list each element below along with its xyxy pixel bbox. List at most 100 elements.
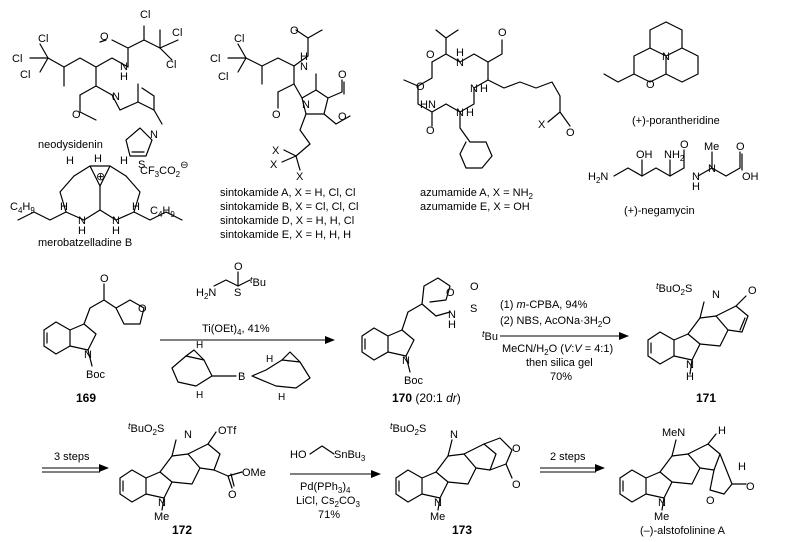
- step1-borane-h: H: [196, 340, 203, 351]
- compound-171-sulfonyl: tBuO2S: [656, 281, 692, 297]
- compound-172-n: N: [184, 429, 192, 441]
- merobatzelladine-h: H: [66, 155, 74, 167]
- azumamide-h: H: [456, 47, 464, 59]
- compound-172-label: 172: [172, 523, 192, 537]
- compound-172-n: N: [158, 497, 166, 509]
- neodysidenin-cl: Cl: [38, 33, 48, 45]
- negamycin-h: H: [692, 181, 700, 193]
- step2: (1) m-CPBA, 94% (2) NBS, AcONa·3H2O MeCN…: [500, 299, 629, 383]
- sintokamide-cl: Cl: [210, 53, 220, 65]
- step4-reagent-sn: SnBu3: [334, 449, 366, 463]
- sintokamide-o: O: [272, 109, 281, 121]
- step4: HO SnBu3 Pd(PPh3)4 LiCl, Cs2CO3 71%: [290, 445, 381, 521]
- sintokamide-variant: sintokamide E, X = H, H, H: [220, 229, 351, 241]
- compound-170-n: N: [448, 309, 456, 321]
- compound-172-ome: OMe: [242, 467, 266, 479]
- sintokamide-h: H: [300, 51, 308, 63]
- merobatzelladine-structure: CF3CO2⊖ ⊕ H H H N N H H H H C4H9 C4H9 me…: [10, 153, 188, 249]
- alstofolinine-me: Me: [654, 511, 669, 523]
- neodysidenin-s: S: [138, 159, 145, 171]
- azumamide-o: O: [416, 81, 425, 93]
- compound-173-n: N: [434, 497, 442, 509]
- compound-171-h: H: [686, 371, 694, 383]
- negamycin-o: O: [680, 139, 689, 151]
- sintokamide-o: O: [338, 69, 347, 81]
- azumamide-o: O: [426, 49, 435, 61]
- negamycin-n: N: [708, 163, 716, 175]
- neodysidenin-n: N: [112, 91, 120, 103]
- neodysidenin-cl: Cl: [172, 27, 182, 39]
- step1-borane-h: H: [278, 392, 285, 403]
- merobatzelladine-h: H: [94, 153, 102, 165]
- step4-line2: LiCl, Cs2CO3: [296, 495, 360, 509]
- porantheridine-name: (+)-porantheridine: [632, 115, 720, 127]
- step5: 2 steps: [540, 451, 605, 473]
- compound-169-o: O: [100, 273, 109, 285]
- negamycin-h2n: H2N: [588, 171, 608, 185]
- compound-171-n: N: [686, 359, 694, 371]
- alstofolinine-men: MeN: [662, 427, 685, 439]
- step3-text: 3 steps: [54, 451, 90, 463]
- step1-borane-h: H: [266, 354, 273, 365]
- compound-172-structure: tBuO2S N OTf OMe O N Me 172: [119, 421, 266, 537]
- sintokamide-n: N: [300, 61, 308, 73]
- compound-173-o: O: [512, 479, 521, 491]
- merobatzelladine-name: merobatzelladine B: [38, 237, 132, 249]
- step1: H2N S O tBu Ti(OEt)4, 41% B H H H H: [160, 261, 335, 403]
- step2-line3: MeCN/H2O (V:V = 4:1): [502, 343, 613, 357]
- azumamide-n: N: [456, 57, 464, 69]
- compound-171-o: O: [748, 285, 757, 297]
- compound-169-o: O: [138, 303, 147, 315]
- compound-169-label: 169: [76, 391, 96, 405]
- azumamide-o: O: [498, 27, 507, 39]
- compound-171-n: N: [712, 289, 720, 301]
- compound-172-o: O: [228, 489, 237, 501]
- step1-borane-b: B: [238, 371, 245, 383]
- neodysidenin-structure: Cl Cl Cl Cl Cl Cl O N H N O S N neodysid…: [12, 9, 182, 171]
- compound-170-structure: O N Boc N H S O tBu 170 (20:1 dr): [361, 277, 498, 405]
- negamycin-oh: OH: [742, 171, 759, 183]
- alstofolinine-n: N: [658, 497, 666, 509]
- azumamide-h: H: [480, 83, 488, 95]
- neodysidenin-o: O: [100, 31, 109, 43]
- neodysidenin-n: N: [150, 129, 158, 141]
- compound-170-n: N: [402, 355, 410, 367]
- merobatzelladine-h: H: [120, 155, 128, 167]
- compound-171-label: 171: [696, 391, 716, 405]
- step2-line1: (1) m-CPBA, 94%: [500, 299, 588, 311]
- merobatzelladine-left-chain: C4H9: [10, 201, 35, 215]
- merobatzelladine-n: N: [78, 215, 86, 227]
- sintokamide-cl: Cl: [234, 33, 244, 45]
- compound-172-me: Me: [154, 511, 169, 523]
- sintokamide-variant: sintokamide D, X = H, H, Cl: [220, 215, 354, 227]
- azumamide-x: X: [538, 119, 546, 131]
- azumamide-h: H: [420, 99, 428, 111]
- merobatzelladine-h: H: [78, 225, 86, 237]
- compound-170-o: O: [446, 287, 455, 299]
- sintokamide-x: X: [270, 159, 278, 171]
- compound-170-label: 170 (20:1 dr): [392, 391, 461, 405]
- sintokamide-structure: Cl Cl Cl O N H N O O O X X X sintokamide…: [210, 25, 358, 241]
- sintokamide-o: O: [290, 25, 299, 37]
- step3: 3 steps: [42, 451, 109, 473]
- compound-173-me: Me: [430, 511, 445, 523]
- sintokamide-variant: sintokamide A, X = H, Cl, Cl: [220, 187, 355, 199]
- alstofolinine-h: H: [718, 425, 726, 437]
- compound-170-o: O: [470, 281, 479, 293]
- alstofolinine-h: H: [738, 461, 746, 473]
- compound-170-s: S: [470, 303, 477, 315]
- negamycin-structure: OH NH2 H2N O N H Me N O OH (+)-negamycin: [588, 139, 759, 217]
- compound-173-label: 173: [452, 523, 472, 537]
- azumamide-n: N: [470, 83, 478, 95]
- step4-line1: Pd(PPh3)4: [300, 481, 351, 495]
- neodysidenin-cl: Cl: [140, 9, 150, 21]
- neodysidenin-h: H: [120, 71, 128, 83]
- merobatzelladine-cation-charge: ⊕: [96, 171, 105, 183]
- step2-line2: (2) NBS, AcONa·3H2O: [500, 315, 611, 329]
- azumamide-variant: azumamide E, X = OH: [420, 201, 530, 213]
- azumamide-o: O: [426, 125, 435, 137]
- compound-170-h: H: [448, 319, 456, 331]
- neodysidenin-cl: Cl: [12, 53, 22, 65]
- neodysidenin-cl: Cl: [166, 59, 176, 71]
